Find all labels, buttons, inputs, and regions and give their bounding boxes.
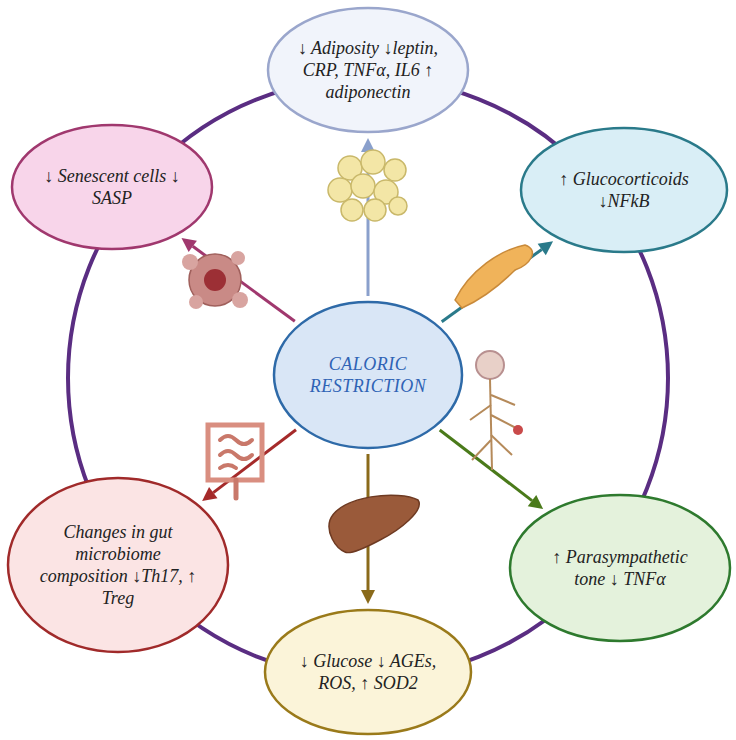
ellipse-outline xyxy=(263,608,473,736)
effect-label: ↓ Glucose ↓ AGEs, ROS, ↑ SOD2 xyxy=(288,650,448,694)
nervous-system-icon xyxy=(470,351,523,470)
ellipse-outline xyxy=(6,476,230,654)
ellipse-outline xyxy=(519,126,729,254)
effect-ellipse: ↓ Senescent cells ↓ SASP xyxy=(10,123,214,251)
effect-label: ↑ Glucocorticoids ↓NFkB xyxy=(544,168,704,212)
effect-ellipse: ↓ Adiposity ↓leptin, CRP, TNFα, IL6 ↑ ad… xyxy=(266,6,470,134)
effect-ellipse: ↑ Parasympathetic tone ↓ TNFα xyxy=(508,493,732,643)
effect-ellipse: ↓ Glucose ↓ AGEs, ROS, ↑ SOD2 xyxy=(263,608,473,736)
effect-arrow xyxy=(442,241,553,321)
ellipse-outline xyxy=(508,493,732,643)
fat-cells-icon xyxy=(328,150,407,221)
center-label: CALORIC RESTRICTION xyxy=(295,353,441,397)
ellipse-outline xyxy=(10,123,214,251)
effect-ellipse: ↑ Glucocorticoids ↓NFkB xyxy=(519,126,729,254)
text-group: ↓ Adiposity ↓leptin, CRP, TNFα, IL6 ↑ ad… xyxy=(291,37,446,103)
adrenal-gland-icon xyxy=(455,245,532,308)
ellipse-outline xyxy=(272,300,464,450)
effect-label: ↓ Adiposity ↓leptin, CRP, TNFα, IL6 ↑ ad… xyxy=(291,37,446,103)
text-group: ↓ Glucose ↓ AGEs, ROS, ↑ SOD2 xyxy=(288,650,448,694)
senescent-cell-icon xyxy=(182,251,248,309)
effect-label: ↓ Senescent cells ↓ SASP xyxy=(35,165,190,209)
center-ellipse: CALORIC RESTRICTION xyxy=(272,300,464,450)
effect-label: ↑ Parasympathetic tone ↓ TNFα xyxy=(535,546,705,590)
liver-icon xyxy=(329,495,419,553)
text-group: ↑ Parasympathetic tone ↓ TNFα xyxy=(535,546,705,590)
effect-ellipse: Changes in gut microbiome composition ↓T… xyxy=(6,476,230,654)
text-group: CALORIC RESTRICTION xyxy=(295,353,441,397)
effect-arrow xyxy=(181,238,294,321)
intestine-icon xyxy=(208,425,262,498)
text-group: Changes in gut microbiome composition ↓T… xyxy=(33,521,203,609)
text-group: ↓ Senescent cells ↓ SASP xyxy=(35,165,190,209)
effect-label: Changes in gut microbiome composition ↓T… xyxy=(33,521,203,609)
effect-arrow xyxy=(202,430,296,501)
text-group: ↑ Glucocorticoids ↓NFkB xyxy=(544,168,704,212)
